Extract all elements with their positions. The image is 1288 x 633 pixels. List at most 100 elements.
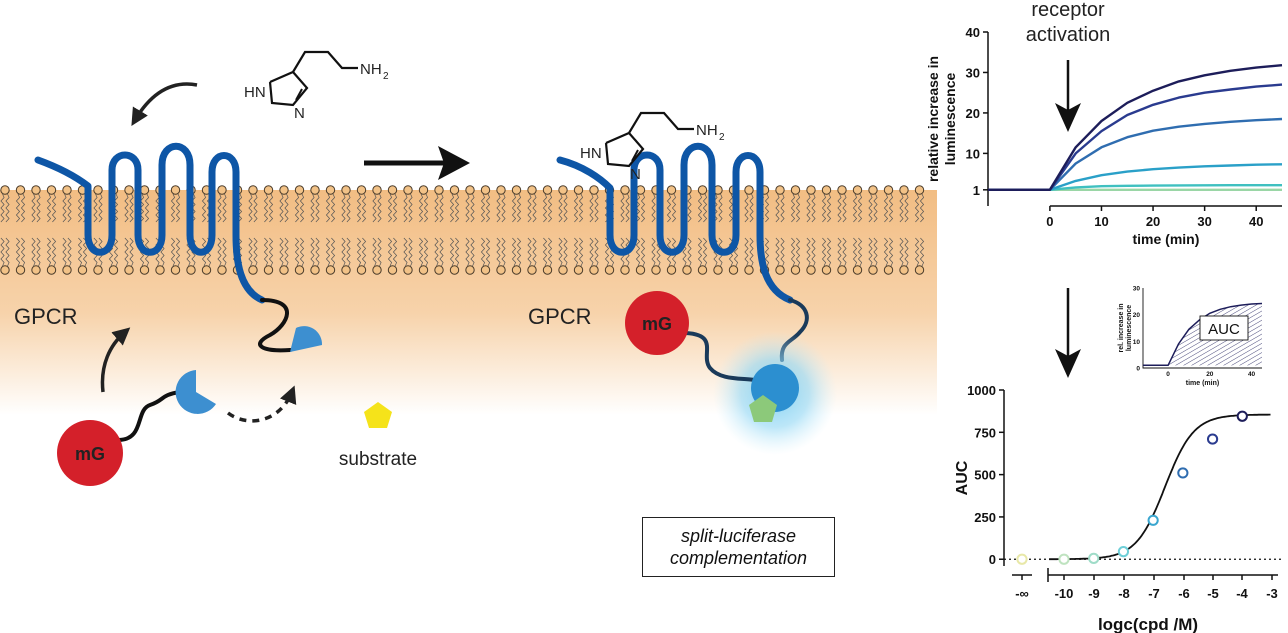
lipid-head	[821, 265, 832, 275]
lipid-tail	[372, 237, 377, 267]
lipid-tail	[113, 237, 119, 267]
lipid-head	[511, 185, 522, 195]
lipid-tail	[62, 237, 67, 267]
lipid-head	[527, 265, 537, 275]
lipid-tail	[485, 237, 491, 267]
lipid-head	[620, 265, 630, 275]
cr-x-tick-label: -3	[1266, 586, 1278, 601]
lipid-head	[310, 265, 320, 275]
cr-x-tick-label: -∞	[1015, 586, 1029, 601]
lipid-head	[418, 185, 429, 195]
lipid-tail	[299, 237, 305, 267]
y-axis-label-line2: luminescence	[942, 72, 958, 165]
lipid-tail	[170, 193, 176, 223]
lipid-head	[589, 265, 599, 275]
lipid-tail	[697, 237, 703, 267]
lipid-tail	[563, 193, 568, 223]
lipid-tail	[811, 193, 816, 223]
lipid-head	[449, 265, 460, 275]
lipid-head	[465, 265, 475, 275]
data-point	[1088, 552, 1100, 564]
lipid-tail	[516, 237, 522, 267]
fit-curve	[1049, 413, 1271, 561]
kinetic-series-line	[988, 117, 1283, 191]
auc-label-box	[1199, 315, 1249, 341]
x-tick-label: 10	[1094, 214, 1108, 229]
lipid-tail	[852, 237, 858, 267]
lipid-head	[155, 265, 165, 275]
lipid-tail	[434, 237, 439, 267]
y-axis-label-line1: relative increase in	[925, 56, 941, 182]
lipid-head	[682, 265, 692, 275]
lipid-tail	[821, 237, 827, 267]
data-point	[1058, 553, 1070, 565]
lipid-tail	[434, 193, 439, 223]
lipid-tail	[558, 193, 563, 223]
lipid-tail	[868, 237, 873, 267]
lipid-tail	[0, 193, 5, 223]
lipid-tail	[51, 237, 57, 267]
lipid-head	[852, 265, 863, 275]
y-tick-label: 30	[966, 65, 980, 80]
lipid-head	[418, 265, 429, 275]
lipid-head	[775, 185, 785, 195]
lipid-tail	[806, 193, 811, 223]
complementation-arrow-dashed	[226, 385, 297, 423]
lipid-tail	[67, 237, 72, 267]
luciferase-small-fragment-left	[175, 370, 216, 414]
mg-label-right: mG	[642, 314, 672, 334]
lipid-head	[403, 185, 413, 195]
lipid-head	[341, 265, 351, 275]
lipid-tail	[5, 193, 10, 223]
lipid-tail	[651, 193, 656, 223]
lipid-head	[914, 185, 925, 195]
lipid-head	[31, 265, 41, 275]
lipid-tail	[124, 237, 129, 267]
lipid-head	[852, 185, 863, 195]
gpcr-label-left: GPCR	[14, 304, 78, 329]
lipid-tail	[439, 193, 444, 223]
histamine-ligand-bound: HN N NH 2	[580, 111, 725, 183]
lipid-head	[93, 265, 103, 275]
lipid-tail	[728, 193, 734, 223]
cr-x-tick-label: -4	[1236, 586, 1248, 601]
lipid-tail	[408, 237, 413, 267]
lipid-tail	[51, 193, 57, 223]
ligand-sub2-bound: 2	[719, 132, 725, 143]
lipid-tail	[511, 237, 517, 267]
lipid-tail	[558, 237, 563, 267]
lipid-tail	[465, 193, 470, 223]
data-point	[1117, 546, 1130, 558]
lipid-head	[883, 185, 894, 195]
lipid-head	[837, 185, 847, 195]
lipid-head	[589, 185, 599, 195]
lipid-tail	[542, 193, 548, 223]
lipid-tail	[465, 237, 470, 267]
lipid-head	[77, 265, 88, 275]
cr-x-tick-label: -9	[1088, 586, 1100, 601]
lipid-head	[263, 265, 274, 275]
lipid-head	[372, 185, 382, 195]
gpcr-label-right: GPCR	[528, 304, 592, 329]
lipid-tail	[222, 193, 227, 223]
cr-x-tick-label: -7	[1148, 586, 1160, 601]
lipid-head	[511, 265, 522, 275]
auc-inset-label: AUC	[1208, 321, 1240, 338]
lipid-head	[868, 185, 878, 195]
lipid-tail	[449, 193, 455, 223]
lipid-head	[15, 185, 26, 195]
lipid-head	[248, 185, 258, 195]
lipid-head	[480, 185, 491, 195]
lipid-head	[806, 185, 816, 195]
y-tick-label: 40	[966, 25, 980, 40]
lipid-tail	[356, 193, 362, 223]
lipid-head	[403, 265, 413, 275]
lipid-head	[248, 265, 258, 275]
lipid-head	[542, 265, 553, 275]
lipid-tail	[501, 237, 506, 267]
lipid-tail	[837, 193, 842, 223]
transition-arrow	[364, 146, 470, 180]
lipid-tail	[811, 237, 816, 267]
lipid-tail	[361, 193, 367, 223]
